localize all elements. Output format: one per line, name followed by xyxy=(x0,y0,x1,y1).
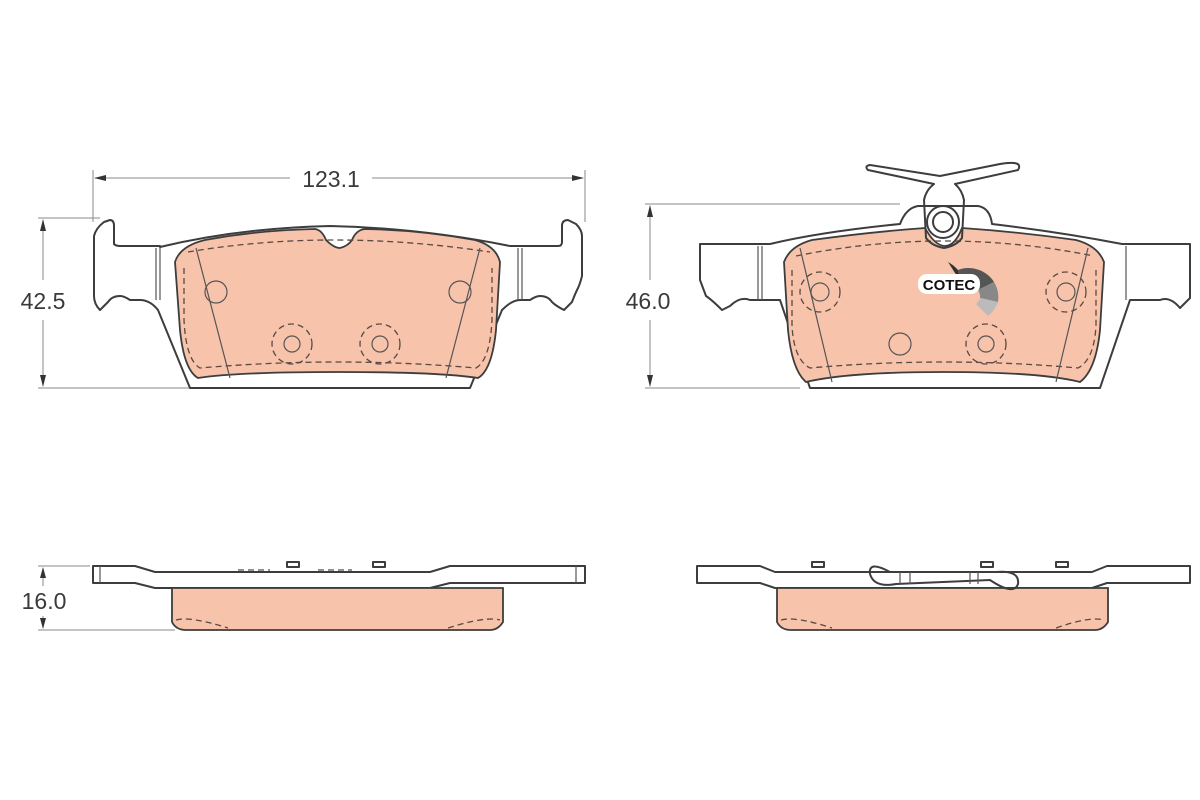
height-dimension-right: 46.0 xyxy=(626,203,900,389)
thickness-label: 16.0 xyxy=(22,588,67,614)
friction-material-side xyxy=(171,587,504,631)
friction-material-side-right xyxy=(776,587,1109,631)
width-dimension: 123.1 xyxy=(92,166,586,222)
pad-side-view-right xyxy=(696,561,1191,631)
pad-front-view-left: 123.1 42.5 xyxy=(21,166,586,389)
cotec-logo: COTEC xyxy=(918,262,999,316)
pad-side-view-left: 16.0 xyxy=(22,561,586,631)
spring-clip-top xyxy=(865,161,1021,249)
backing-plate xyxy=(93,219,583,389)
height-label: 42.5 xyxy=(21,288,66,314)
friction-material-right xyxy=(783,227,1105,383)
friction-material xyxy=(174,228,501,379)
pad-front-view-right: 46.0 COTEC xyxy=(626,161,1191,389)
cotec-label: COTEC xyxy=(923,277,976,294)
spring-clip-side xyxy=(868,565,1020,591)
height-dimension: 42.5 xyxy=(21,217,200,389)
thickness-dimension: 16.0 xyxy=(22,565,175,631)
width-label: 123.1 xyxy=(302,166,360,192)
backing-plate-right xyxy=(699,205,1191,389)
height-label-right: 46.0 xyxy=(626,288,671,314)
